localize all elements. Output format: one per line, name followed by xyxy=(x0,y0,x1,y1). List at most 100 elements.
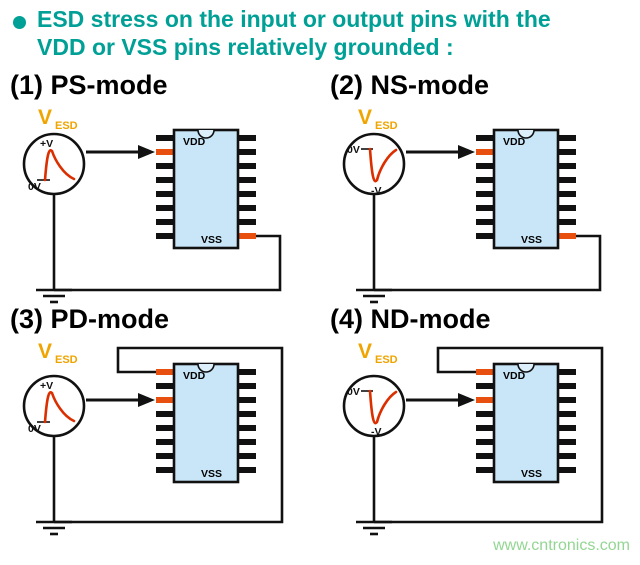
ic-chip: VDD VSS xyxy=(156,128,256,250)
negative-pulse-waveform xyxy=(368,147,398,183)
chip-pin xyxy=(558,425,576,431)
ground-symbol xyxy=(356,288,392,304)
chip-body xyxy=(172,362,240,484)
chip-pin xyxy=(476,205,494,211)
esd-source-circle xyxy=(342,132,406,196)
vss-label: VSS xyxy=(201,468,222,480)
chip-pin xyxy=(238,411,256,417)
chip-notch xyxy=(197,363,215,373)
vdd-label: VDD xyxy=(503,136,526,148)
chip-pin xyxy=(238,453,256,459)
chip-pin xyxy=(476,177,494,183)
grounded-vdd-pin xyxy=(476,369,494,375)
vesd-subscript: ESD xyxy=(375,120,398,132)
vdd-label: VDD xyxy=(183,136,206,148)
mode-heading: (1) PS-mode xyxy=(10,70,168,100)
stressed-io-pin xyxy=(156,149,174,155)
wave-top-label: +V xyxy=(40,380,53,392)
chip-pin xyxy=(476,411,494,417)
negative-pulse-waveform xyxy=(368,389,398,425)
chip-pin xyxy=(238,397,256,403)
positive-pulse-waveform xyxy=(43,391,76,424)
chip-body xyxy=(492,362,560,484)
chip-pin xyxy=(558,163,576,169)
stress-arrow-head xyxy=(458,145,475,159)
chip-pin xyxy=(558,135,576,141)
ic-chip: VDD VSS xyxy=(476,362,576,484)
chip-pin xyxy=(476,383,494,389)
page-title: ESD stress on the input or output pins w… xyxy=(37,5,632,61)
vss-label: VSS xyxy=(521,468,542,480)
wave-bottom-label: -V xyxy=(371,426,382,438)
ic-chip: VDD VSS xyxy=(156,362,256,484)
title-line-1: ESD stress on the input or output pins w… xyxy=(37,6,551,32)
chip-pin xyxy=(476,467,494,473)
title-line-2: VDD or VSS pins relatively grounded : xyxy=(37,34,454,60)
chip-pin xyxy=(156,191,174,197)
grounded-vdd-pin xyxy=(156,369,174,375)
pd-mode-diagram: V ESD +V 0V xyxy=(22,340,284,536)
esd-source-circle xyxy=(22,132,86,196)
chip-pin xyxy=(476,191,494,197)
chip-pin xyxy=(238,425,256,431)
chip-pin xyxy=(156,411,174,417)
wave-top-label: 0V xyxy=(347,386,360,398)
chip-pin xyxy=(238,383,256,389)
wire-vdd-to-ground xyxy=(374,346,604,524)
vesd-subscript: ESD xyxy=(55,354,78,366)
chip-pin xyxy=(558,205,576,211)
chip-pin xyxy=(156,453,174,459)
ground-symbol xyxy=(36,520,72,536)
chip-pin xyxy=(156,467,174,473)
chip-pin xyxy=(476,425,494,431)
mode-heading: (3) PD-mode xyxy=(10,304,170,334)
chip-pin xyxy=(558,411,576,417)
vss-label: VSS xyxy=(521,234,542,246)
chip-pin xyxy=(558,369,576,375)
vesd-label: V xyxy=(358,340,372,363)
chip-pin xyxy=(156,135,174,141)
chip-pin xyxy=(156,383,174,389)
chip-pin xyxy=(156,233,174,239)
vdd-label: VDD xyxy=(503,370,526,382)
chip-pin xyxy=(238,205,256,211)
chip-pin xyxy=(558,439,576,445)
wave-bottom-label: 0V xyxy=(28,423,41,435)
chip-pin xyxy=(238,163,256,169)
chip-pin xyxy=(238,191,256,197)
vesd-label: V xyxy=(38,340,52,363)
chip-pin xyxy=(476,219,494,225)
chip-notch xyxy=(517,363,535,373)
mode-heading: (4) ND-mode xyxy=(330,304,491,334)
vesd-subscript: ESD xyxy=(375,354,398,366)
chip-pin xyxy=(476,135,494,141)
chip-body xyxy=(172,128,240,250)
wave-top-label: +V xyxy=(40,138,53,150)
chip-pin xyxy=(238,219,256,225)
chip-pin xyxy=(558,467,576,473)
vesd-label: V xyxy=(38,106,52,129)
chip-pin xyxy=(476,453,494,459)
chip-pin xyxy=(238,369,256,375)
wave-bottom-label: -V xyxy=(371,185,382,197)
chip-pin xyxy=(156,177,174,183)
ground-symbol xyxy=(356,520,392,536)
ic-chip: VDD VSS xyxy=(476,128,576,250)
bullet-icon xyxy=(13,16,26,29)
esd-source-circle xyxy=(22,374,86,438)
grounded-vss-pin xyxy=(558,233,576,239)
chip-pin xyxy=(156,219,174,225)
mode-heading: (2) NS-mode xyxy=(330,70,490,100)
chip-pin xyxy=(238,467,256,473)
stress-arrow-head xyxy=(138,393,155,407)
positive-pulse-waveform xyxy=(43,149,76,182)
chip-pin xyxy=(558,453,576,459)
chip-pin xyxy=(238,149,256,155)
quadrant-pd-mode: (3) PD-mode V ESD +V 0V xyxy=(8,304,322,548)
vss-label: VSS xyxy=(201,234,222,246)
chip-pin xyxy=(156,439,174,445)
chip-pin xyxy=(476,439,494,445)
chip-pin xyxy=(238,439,256,445)
quadrant-ps-mode: (1) PS-mode V ESD +V 0V xyxy=(8,70,322,314)
